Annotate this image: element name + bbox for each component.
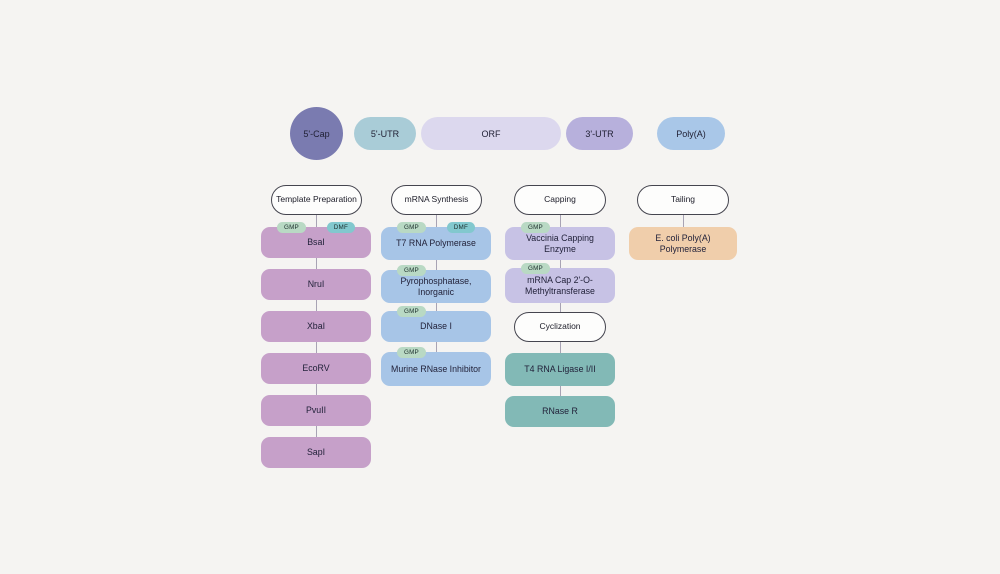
- enzyme-box-t7-rna-polymerase: GMP DMF T7 RNA Polymerase: [381, 222, 491, 260]
- enzyme-label: T4 RNA Ligase I/II: [524, 364, 596, 375]
- enzyme-label: NruI: [307, 279, 325, 290]
- construct-label-5utr: 5'-UTR: [370, 128, 400, 139]
- gmp-badge: GMP: [521, 222, 550, 233]
- enzyme-box-ecoli-polya-polymerase: E. coli Poly(A) Polymerase: [629, 227, 737, 260]
- dmf-badge: DMF: [326, 222, 355, 233]
- gmp-badge: GMP: [397, 222, 426, 233]
- connector-line: [436, 303, 437, 311]
- construct-node-5cap: 5'-Cap: [290, 107, 343, 160]
- connector-line: [316, 342, 317, 353]
- connector-line: [560, 260, 561, 268]
- connector-line: [436, 215, 437, 227]
- enzyme-box-bsai: GMP DMF BsaI: [261, 222, 371, 258]
- connector-line: [560, 303, 561, 312]
- gmp-badge: GMP: [277, 222, 306, 233]
- enzyme-label: DNase I: [420, 321, 452, 332]
- enzyme-label: SapI: [306, 447, 326, 458]
- construct-node-5utr: 5'-UTR: [354, 117, 416, 150]
- connector-line: [316, 258, 317, 269]
- enzyme-box-ecorv: EcoRV: [261, 353, 371, 384]
- enzyme-box-t4-rna-ligase: T4 RNA Ligase I/II: [505, 353, 615, 386]
- enzyme-label: EcoRV: [302, 363, 330, 374]
- enzyme-box-xbai: XbaI: [261, 311, 371, 342]
- connector-line: [436, 260, 437, 270]
- enzyme-box-vaccinia-capping-enzyme: GMP Vaccinia Capping Enzyme: [505, 222, 615, 260]
- enzyme-box-pyrophosphatase: GMP Pyrophosphatase, Inorganic: [381, 265, 491, 303]
- enzyme-label: XbaI: [306, 321, 326, 332]
- workflow-header-tailing: Tailing: [637, 185, 729, 215]
- connector-line: [560, 342, 561, 353]
- enzyme-label: Murine RNase Inhibitor: [391, 363, 481, 374]
- enzyme-label: mRNA Cap 2'-O-Methyltransferase: [525, 274, 595, 296]
- construct-label-orf: ORF: [481, 128, 501, 139]
- enzyme-box-nrui: NruI: [261, 269, 371, 300]
- construct-label-5cap: 5'-Cap: [303, 128, 330, 139]
- enzyme-box-murine-rnase-inhibitor: GMP Murine RNase Inhibitor: [381, 347, 491, 386]
- gmp-badge: GMP: [397, 347, 426, 358]
- gmp-badge: GMP: [397, 306, 426, 317]
- construct-label-3utr: 3'-UTR: [585, 128, 614, 139]
- enzyme-label: BsaI: [307, 237, 325, 248]
- dmf-badge: DMF: [446, 222, 475, 233]
- workflow-header-mrna-synthesis: mRNA Synthesis: [391, 185, 482, 215]
- enzyme-box-pvuii: PvuII: [261, 395, 371, 426]
- enzyme-label: RNase R: [542, 406, 578, 417]
- gmp-badge: GMP: [521, 263, 550, 274]
- construct-label-polya: Poly(A): [676, 128, 706, 139]
- connector-line: [316, 384, 317, 395]
- enzyme-label: Pyrophosphatase, Inorganic: [400, 275, 472, 297]
- construct-node-orf: ORF: [421, 117, 561, 150]
- enzyme-box-dnase-i: GMP DNase I: [381, 306, 491, 342]
- workflow-header-template-preparation: Template Preparation: [271, 185, 362, 215]
- workflow-header-capping: Capping: [514, 185, 606, 215]
- enzyme-label: Vaccinia Capping Enzyme: [526, 232, 594, 254]
- enzyme-box-sapi: SapI: [261, 437, 371, 468]
- workflow-header-cyclization: Cyclization: [514, 312, 606, 342]
- enzyme-label: T7 RNA Polymerase: [396, 238, 476, 249]
- construct-node-3utr: 3'-UTR: [566, 117, 633, 150]
- enzyme-box-mrna-cap-methyltransferase: GMP mRNA Cap 2'-O-Methyltransferase: [505, 263, 615, 303]
- enzyme-label: E. coli Poly(A) Polymerase: [655, 232, 711, 254]
- connector-line: [316, 215, 317, 227]
- connector-line: [316, 426, 317, 437]
- enzyme-box-rnase-r: RNase R: [505, 396, 615, 427]
- enzyme-label: PvuII: [305, 405, 327, 416]
- connector-line: [316, 300, 317, 311]
- connector-line: [560, 215, 561, 227]
- connector-line: [436, 342, 437, 352]
- gmp-badge: GMP: [397, 265, 426, 276]
- construct-node-polya: Poly(A): [657, 117, 725, 150]
- connector-line: [683, 215, 684, 227]
- connector-line: [560, 386, 561, 396]
